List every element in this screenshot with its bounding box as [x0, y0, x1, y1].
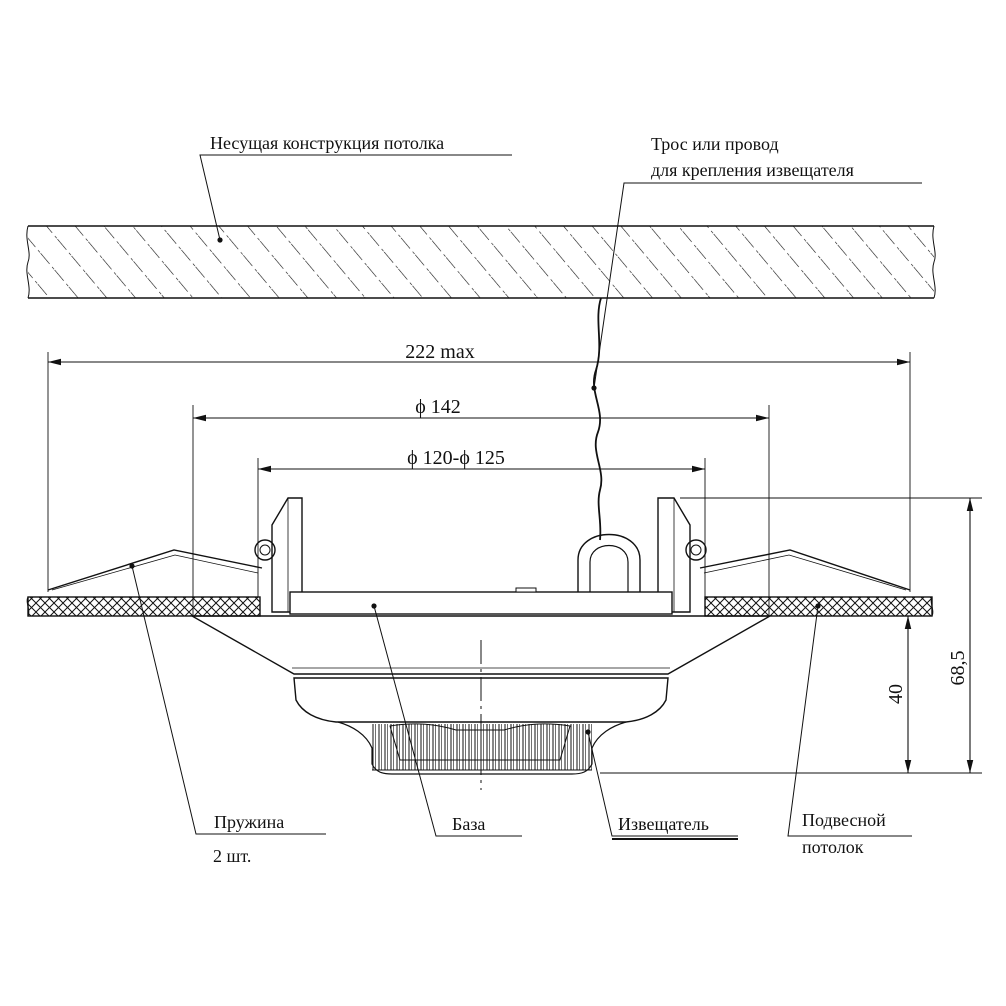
dimension-outer-diameter: [192, 405, 770, 616]
label-structure: Несущая конструкция потолка: [210, 133, 444, 153]
dimension-height-total-label: 68,5: [947, 651, 969, 686]
leader-suspended: [787, 603, 912, 837]
leader-cable: [591, 182, 922, 391]
trim-ring: [189, 615, 773, 675]
label-detector: Извещатель: [618, 814, 709, 834]
label-spring-qty: 2 шт.: [213, 846, 251, 866]
suspension-cable: [593, 297, 603, 541]
label-cable-line1: Трос или провод: [651, 134, 779, 154]
label-base: База: [452, 814, 485, 834]
leader-spring: [129, 563, 326, 835]
base-plate: [289, 587, 673, 615]
leader-base: [371, 603, 522, 837]
label-suspended-line1: Подвесной: [802, 810, 886, 830]
structural-ceiling-slab: [26, 225, 936, 299]
dimension-height-below-label: 40: [885, 684, 907, 704]
leader-detector: [585, 729, 738, 840]
detector-body: [293, 677, 669, 775]
label-cable-line2: для крепления извещателя: [651, 160, 854, 180]
dimension-hole-diameter-label: ϕ 120-ϕ 125: [407, 447, 505, 469]
spring-right: [685, 539, 911, 591]
dimension-overall-width: [47, 352, 911, 592]
label-spring: Пружина: [214, 812, 284, 832]
dimension-outer-diameter-label: ϕ 142: [415, 396, 461, 418]
dimension-hole-diameter: [257, 458, 706, 597]
dimension-heights: [600, 497, 982, 774]
cable-loop: [577, 533, 641, 592]
label-suspended-line2: потолок: [802, 837, 864, 857]
spring-left: [47, 539, 276, 591]
leader-structure: [199, 154, 512, 243]
dimension-overall-width-label: 222 max: [405, 341, 474, 363]
